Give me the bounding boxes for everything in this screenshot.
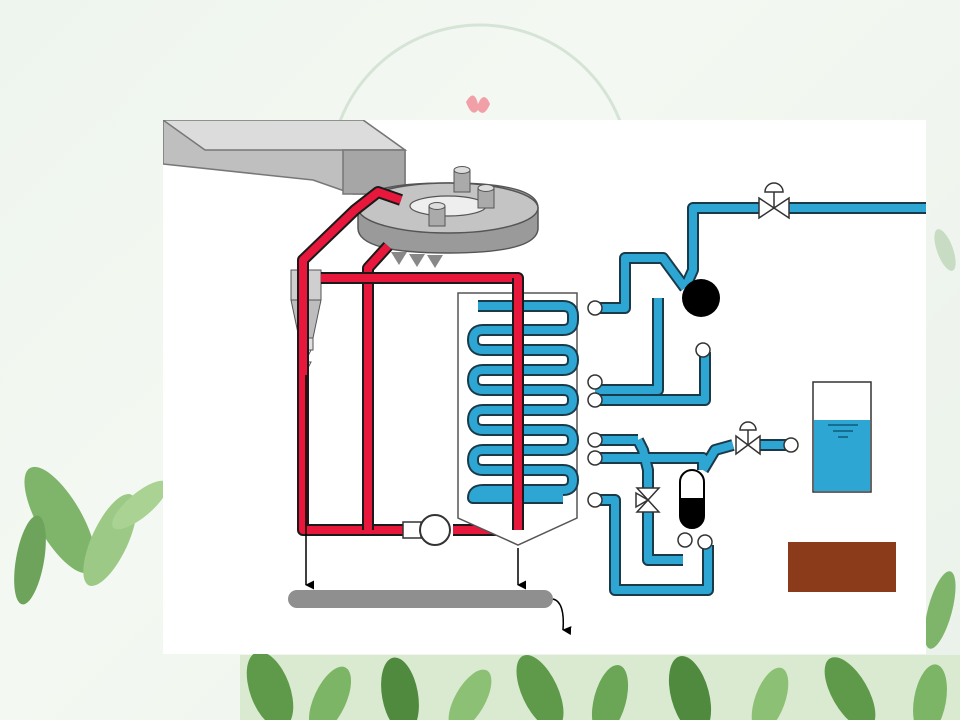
storage-tank-icon	[788, 381, 896, 592]
circulation-pump-icon	[402, 514, 451, 546]
bottom-foliage-icon	[240, 651, 960, 720]
expansion-tank-icon	[679, 469, 705, 529]
process-diagram	[163, 120, 926, 636]
water-circuit-pipe	[595, 202, 926, 596]
conveyor-belt-icon	[288, 590, 572, 636]
three-way-valve-icon	[635, 487, 661, 513]
butterfly-icon	[466, 95, 490, 113]
discharge-line	[305, 375, 527, 590]
duct-icon	[163, 120, 408, 195]
coil-heat-exchanger-icon	[457, 278, 579, 546]
port-connector	[587, 300, 799, 550]
rotary-distributor-icon	[357, 166, 539, 268]
black-pump-icon	[682, 279, 720, 317]
gate-valve-icon	[735, 182, 790, 456]
left-leaf-cluster-icon	[14, 466, 168, 605]
right-leaf-cluster-icon	[924, 229, 956, 649]
